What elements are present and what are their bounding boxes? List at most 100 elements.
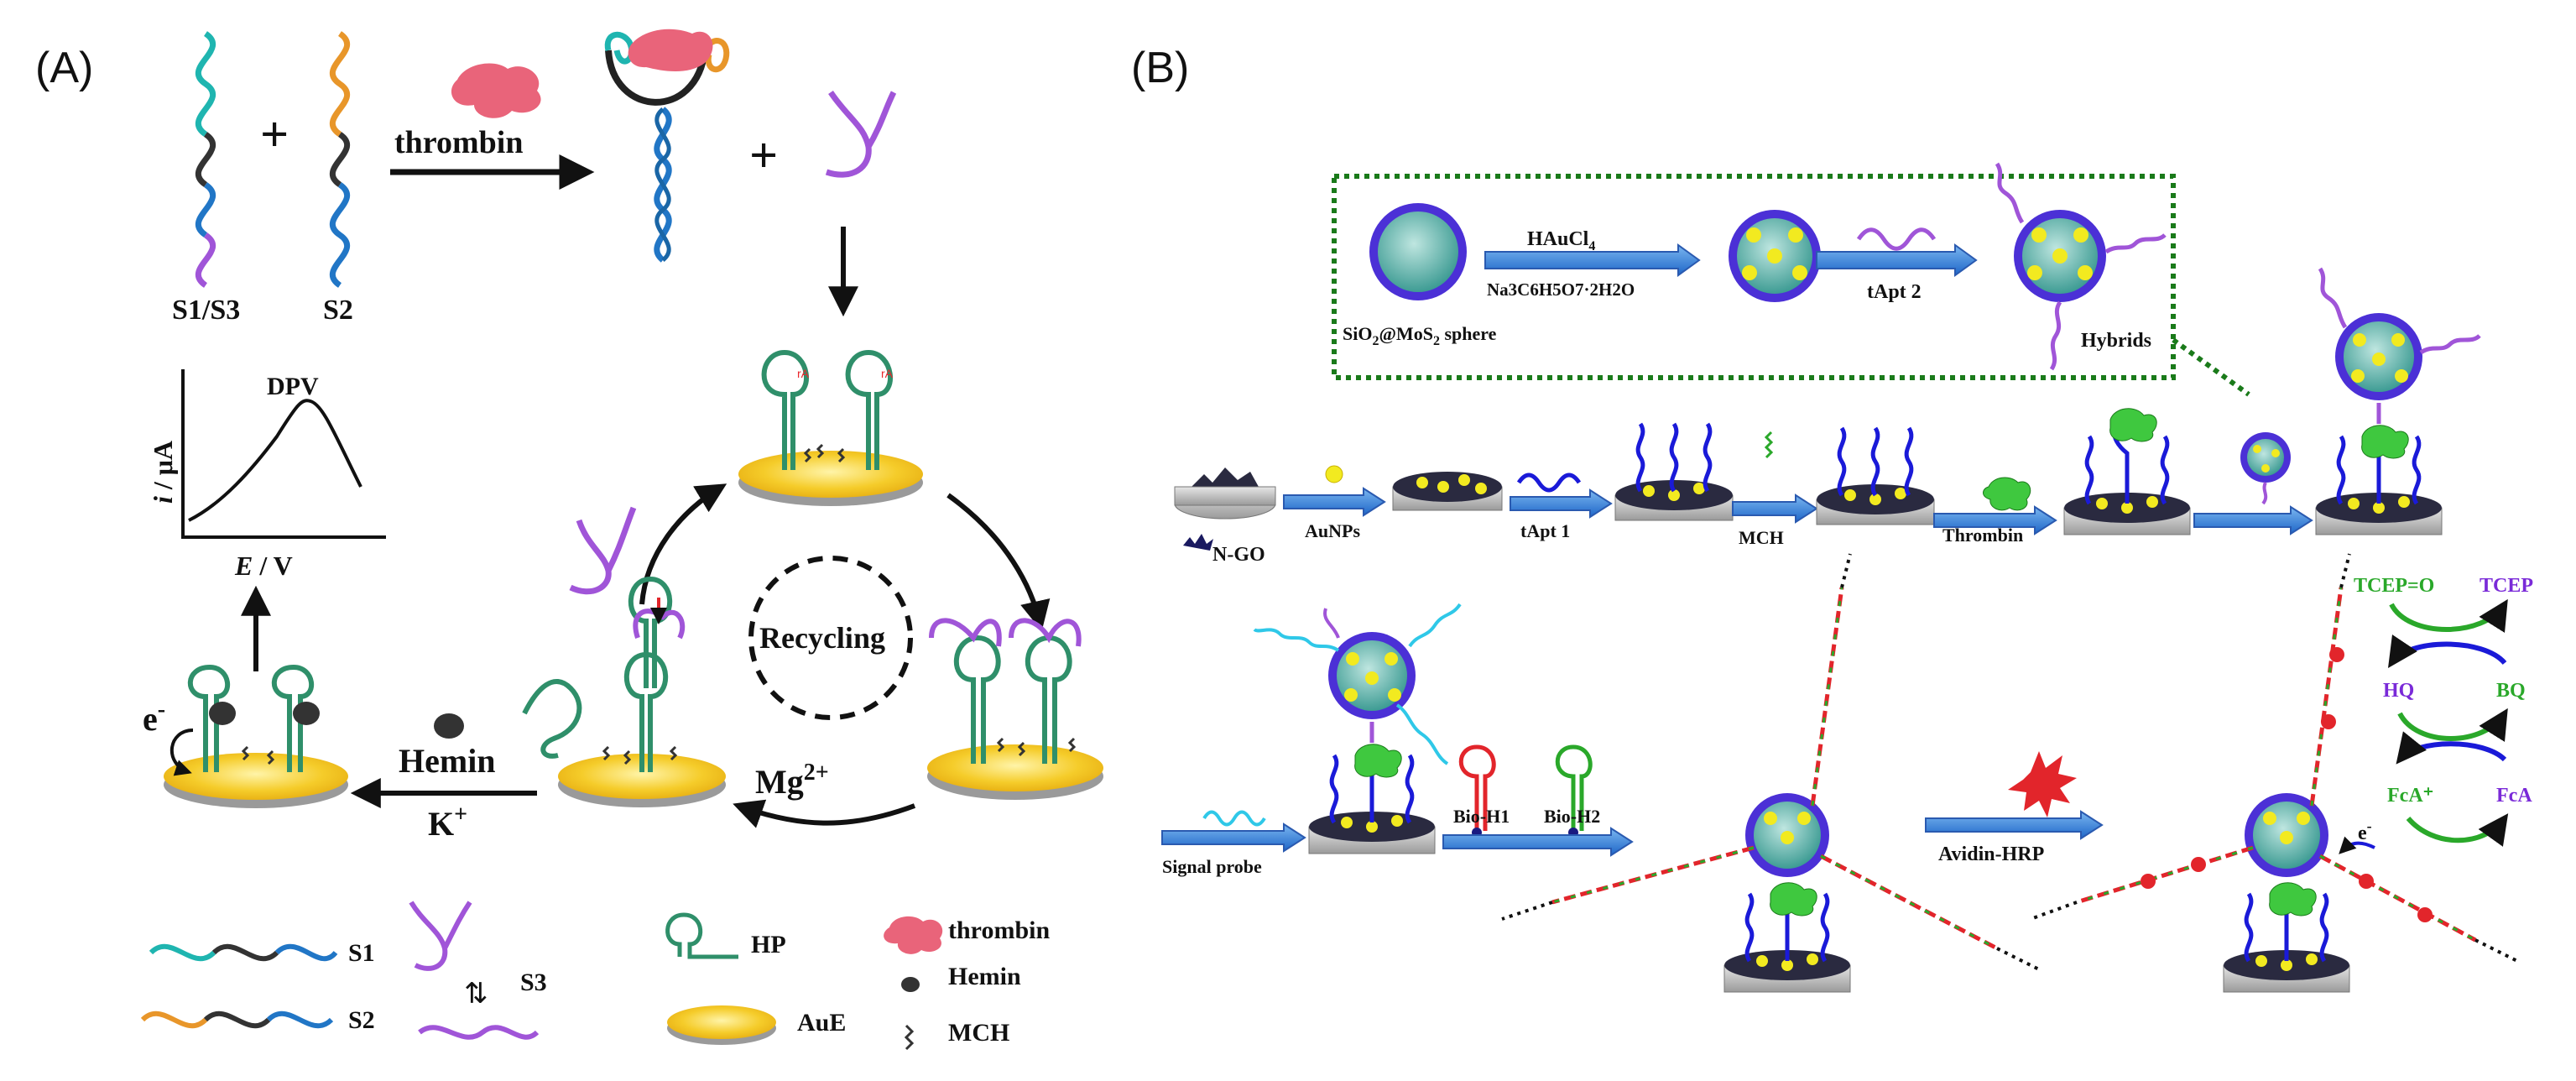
released-green-strand: [522, 679, 582, 759]
panel-b: (B) SiO2@MoS2 sphere HAuCl4 Na3C6H5O7·2H…: [1131, 44, 2533, 993]
arrow-label-thrombin: thrombin: [394, 125, 523, 160]
s3-floating: [569, 506, 637, 595]
s3-released: [825, 91, 897, 178]
mg-label: Mg2+: [755, 760, 829, 801]
hybrid-particle: [1995, 162, 2167, 371]
x-axis-label: E / V: [234, 551, 293, 581]
signal-probe-wave-icon: [1202, 810, 1266, 827]
ngo-label: N-GO: [1212, 544, 1265, 566]
cycle-arrow-right: [946, 493, 1051, 632]
legend-mch-icon: [904, 1024, 915, 1051]
bio-h2-label: Bio-H2: [1544, 806, 1600, 827]
aptamer-thrombin-complex: [604, 29, 730, 263]
panel-a: (A) + S1/S3 S2 thrombin +: [35, 29, 1103, 1051]
electrode-right: [927, 618, 1103, 800]
arrow-haucl4: [1484, 243, 1701, 277]
strand-s2: [330, 31, 350, 288]
legend-s3: S3: [520, 969, 547, 996]
bio-h1-label: Bio-H1: [1453, 806, 1510, 827]
recycling-loop: [748, 556, 913, 720]
label-s1s3: S1/S3: [172, 295, 240, 326]
tapt1-label: tApt 1: [1520, 520, 1570, 541]
citrate-label: Na3C6H5O7·2H2O: [1487, 279, 1635, 300]
sphere-aunps: [1729, 210, 1821, 302]
legend-hp: HP: [751, 931, 786, 958]
step-ngo: [1174, 467, 1276, 520]
ngo-icon: [1183, 534, 1213, 551]
synthesis-box-pointer: [2172, 337, 2250, 397]
electron-label-b: e-: [2358, 817, 2372, 844]
arrow-thrombin-b: [1933, 505, 2057, 535]
arrow-avidin-hrp: [1925, 810, 2104, 840]
cycle-arrow-left: [639, 483, 727, 605]
electrode-g4: [164, 664, 348, 808]
arrow-aunps: [1283, 487, 1386, 517]
thrombin-label-b: Thrombin: [1942, 525, 2023, 546]
step-signal-probe: [1253, 603, 1462, 854]
arrow-tapt2: [1816, 243, 1978, 277]
bq-label: BQ: [2496, 680, 2526, 702]
hq-label: HQ: [2383, 680, 2414, 702]
panel-b-label: (B): [1131, 44, 1189, 92]
step-aunps: [1392, 472, 1503, 511]
mch-wave-icon: [1764, 431, 1774, 459]
electrode-hp-s3: [628, 576, 686, 688]
panel-a-label: (A): [35, 44, 93, 92]
synthesis-box: [1332, 174, 2176, 380]
arrow-tapt1: [1510, 488, 1613, 519]
hybrids-label: Hybrids: [2081, 330, 2151, 352]
arrow-signal-probe: [1161, 822, 1306, 853]
recycling-label: Recycling: [759, 621, 885, 655]
arrow-mch: [1732, 494, 1818, 524]
haucl4-label: HAuCl4: [1527, 228, 1595, 253]
step-mch: [1816, 426, 1935, 525]
k-label: K+: [428, 802, 467, 843]
legend-thrombin: thrombin: [948, 916, 1050, 944]
arrow-bio-h: [1442, 827, 1634, 857]
tcep-label: TCEP: [2480, 575, 2533, 597]
plus-sign-2: +: [749, 128, 778, 183]
arrow-hybrid: [2193, 505, 2313, 535]
legend-a: S1 S2 ⇅ S3 HP AuE thrombin Hemin MCH: [140, 901, 1050, 1051]
hemin-dot-icon: [434, 713, 464, 739]
hybrid-small: [2240, 432, 2291, 505]
thrombin-icon-b: [1983, 477, 2031, 511]
step-final-electrode: [2030, 553, 2518, 993]
step-tapt1: [1614, 422, 1734, 521]
strand-s1s3: [196, 31, 216, 288]
legend-thrombin-icon: [884, 916, 943, 954]
legend-equilibrium: ⇅: [464, 977, 488, 1010]
legend-hemin-icon: [901, 977, 920, 992]
legend-mch: MCH: [948, 1019, 1009, 1047]
legend-s2: S2: [348, 1006, 375, 1034]
aunp-icon: [1325, 465, 1343, 483]
svg-text:rA: rA: [797, 367, 810, 380]
electron-label-a: e-: [143, 697, 165, 738]
hemin-arrow-label: Hemin: [399, 742, 496, 780]
step-sandwich: [2315, 267, 2481, 535]
electrode-bottom-mid: [558, 651, 726, 807]
tapt1-wave-icon: [1516, 473, 1582, 493]
sphere-label: SiO2@MoS2 sphere: [1343, 323, 1497, 348]
dpv-plot: DPV i / μA E / V: [148, 369, 386, 581]
tapt2-label: tApt 2: [1867, 281, 1922, 303]
plus-sign: +: [260, 107, 289, 162]
step-thrombin: [2063, 408, 2191, 535]
mch-label: MCH: [1739, 527, 1784, 548]
fca-label: FcA: [2496, 785, 2532, 807]
step-hcr-assembly: [1501, 553, 2040, 993]
thrombin-blob-icon: [451, 63, 541, 118]
tapt2-wave-icon: [1856, 227, 1937, 251]
legend-s1: S1: [348, 939, 375, 967]
electrode-top: rA rA: [738, 349, 923, 506]
cycle-arrow-bottom: [733, 799, 916, 828]
avidin-hrp-label: Avidin-HRP: [1938, 843, 2044, 865]
redox-cycles: TCEP=O TCEP HQ BQ FcA⁺ FcA e-: [2339, 575, 2533, 854]
y-axis-label: i / μA: [148, 441, 178, 504]
fca-plus-label: FcA⁺: [2387, 785, 2433, 807]
legend-aue: AuE: [797, 1009, 846, 1037]
dpv-label: DPV: [267, 373, 319, 400]
label-s2: S2: [323, 295, 353, 326]
tcep-o-label: TCEP=O: [2354, 575, 2434, 597]
